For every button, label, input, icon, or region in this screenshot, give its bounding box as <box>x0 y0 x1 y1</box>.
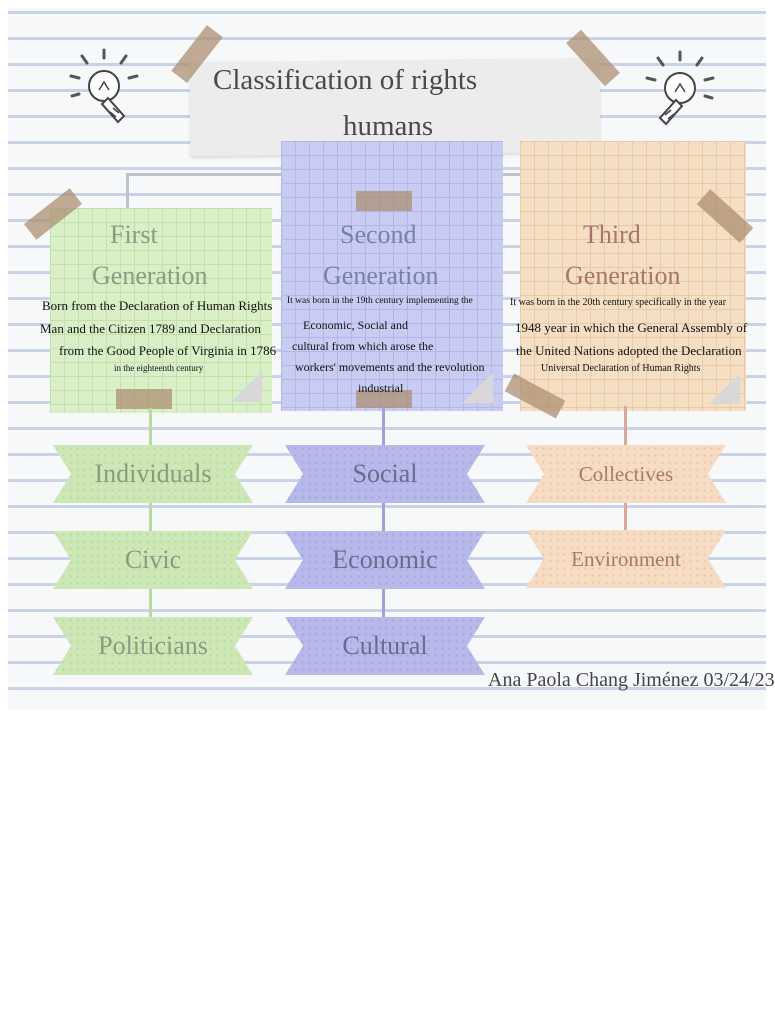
second-generation-text-4: workers' movements and the revolution <box>295 360 485 374</box>
third-generation-text-2: 1948 year in which the General Assembly … <box>515 320 748 335</box>
third-generation-text-1: It was born in the 20th century specific… <box>510 297 727 308</box>
ribbon-economic: Economic <box>285 531 485 589</box>
author-signature: Ana Paola Chang Jiménez 03/24/23 <box>488 669 775 691</box>
first-generation-text-1: Born from the Declaration of Human Right… <box>42 298 273 313</box>
page-curl <box>463 371 493 403</box>
second-generation-text-1: It was born in the 19th century implemen… <box>287 296 473 306</box>
page-curl <box>710 372 740 404</box>
second-generation-text-5: industrial <box>358 381 404 395</box>
tape <box>116 389 172 409</box>
connector-line-first <box>149 408 152 648</box>
first-generation-heading-2: Generation <box>92 261 208 290</box>
page-curl <box>232 370 262 402</box>
connector-line-left <box>126 173 129 213</box>
second-generation-heading-2: Generation <box>323 261 439 290</box>
ribbon-cultural: Cultural <box>285 617 485 675</box>
second-generation-text-2: Economic, Social and <box>303 318 408 332</box>
ribbon-politicians: Politicians <box>53 617 253 675</box>
lightbulb-icon <box>69 48 139 124</box>
ribbon-individuals: Individuals <box>53 445 253 503</box>
connector-line-second <box>382 408 385 648</box>
third-generation-text-4: Universal Declaration of Human Rights <box>541 363 701 374</box>
third-generation-heading-1: Third <box>583 220 641 249</box>
third-generation-heading-2: Generation <box>565 261 681 290</box>
first-generation-text-2: Man and the Citizen 1789 and Declaration <box>40 321 261 336</box>
infographic-poster: Classification of rights humans First Ge… <box>8 8 775 710</box>
first-generation-text-3: from the Good People of Virginia in 1786 <box>59 343 277 358</box>
tape <box>356 390 412 408</box>
ribbon-social: Social <box>285 445 485 503</box>
title-line-1: Classification of rights <box>213 64 478 96</box>
second-generation-text-3: cultural from which arose the <box>292 339 434 353</box>
ribbon-civic: Civic <box>53 531 253 589</box>
lightbulb-icon <box>645 50 715 126</box>
third-generation-text-3: the United Nations adopted the Declarati… <box>516 343 742 358</box>
first-generation-text-4: in the eighteenth century <box>114 363 204 373</box>
ribbon-collectives: Collectives <box>526 445 726 503</box>
title-line-2: humans <box>343 110 434 142</box>
third-generation-card <box>520 141 746 411</box>
second-generation-heading-1: Second <box>340 220 417 249</box>
ribbon-environment: Environment <box>526 530 726 588</box>
second-generation-card <box>281 141 503 411</box>
tape <box>356 191 412 211</box>
first-generation-heading-1: First <box>110 220 158 249</box>
